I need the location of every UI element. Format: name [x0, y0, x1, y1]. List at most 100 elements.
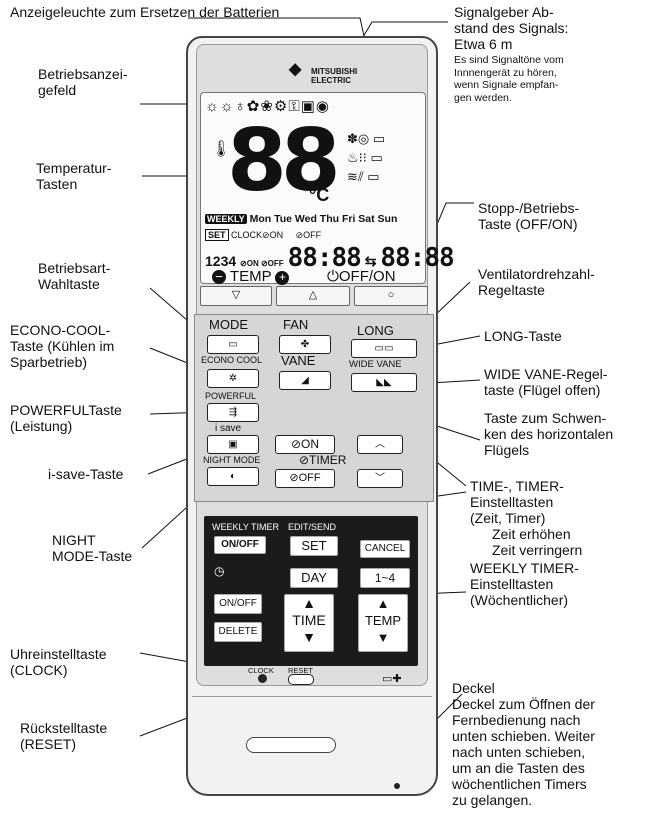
reset-button[interactable]: [288, 674, 314, 685]
brand-logo: ◆ MITSUBISHI ELECTRIC: [289, 62, 358, 86]
lcd-display: ☼☼♁✿❀⚙⚿▣◉ 🌡 88 °C ✽◎ ▭♨⁝⁝ ▭≋⫽ ▭ WEEKLY M…: [200, 92, 455, 284]
temp-label: TEMP: [229, 268, 272, 285]
lcd-weekly: WEEKLY: [205, 214, 247, 224]
one-to-four-button[interactable]: 1~4: [360, 568, 410, 588]
long-label: LONG: [357, 323, 394, 338]
chevron-up-icon: ︿: [375, 439, 385, 450]
powerful-icon: ⇶: [228, 407, 238, 418]
remote-control: ◆ MITSUBISHI ELECTRIC ☼☼♁✿❀⚙⚿▣◉ 🌡 88 °C …: [186, 36, 455, 796]
lcd-time1: 88:88: [287, 243, 362, 273]
powerful-label: POWERFUL: [205, 391, 257, 401]
label-econo-cool: ECONO-COOL- Taste (Kühlen im Sparbetrieb…: [10, 322, 115, 370]
time-down-button[interactable]: ﹀: [357, 469, 403, 488]
cover-slot: [246, 737, 336, 753]
mode-icon: ▭: [228, 339, 238, 350]
lcd-on-off: ⊘ON ⊘OFF: [240, 259, 284, 268]
temp-button[interactable]: ▲ TEMP ▼: [358, 594, 408, 652]
brand-line1: MITSUBISHI: [311, 67, 358, 76]
arrow-icon: ⇆: [364, 253, 377, 269]
mode-label: MODE: [209, 317, 248, 332]
long-icon: ▭▭: [374, 343, 394, 354]
cover[interactable]: [192, 696, 432, 791]
label-reset: Rückstelltaste (RESET): [20, 720, 108, 752]
time-up-button[interactable]: ︿: [357, 435, 403, 454]
label-vane-swing: Taste zum Schwen- ken des horizontalen F…: [484, 410, 614, 458]
label-timer-set: TIME-, TIMER- Einstelltasten (Zeit, Time…: [470, 478, 564, 526]
label-temperature-buttons: Temperatur- Tasten: [36, 160, 112, 192]
long-button[interactable]: ▭▭: [351, 339, 417, 358]
cover-dot-icon: [394, 783, 400, 789]
label-signal-transmitter: Signalgeber Ab- stand des Signals: Etwa …: [454, 4, 569, 52]
battery-icon: ▭✚: [382, 673, 402, 685]
label-long: LONG-Taste: [484, 328, 562, 344]
lcd-days-row: WEEKLY Mon Tue Wed Thu Fri Sat Sun: [205, 213, 397, 225]
temp-button-label: TEMP: [364, 613, 402, 628]
label-isave: i-save-Taste: [48, 466, 124, 482]
fan-button[interactable]: ✤: [279, 335, 331, 354]
arrow-up-icon: ▲: [376, 596, 390, 611]
chevron-down-icon: ▽: [231, 289, 241, 301]
mode-icons: ☼☼♁✿❀⚙⚿▣◉: [205, 98, 331, 115]
arrow-up-icon: ▲: [302, 595, 316, 611]
night-mode-label: NIGHT MODE: [203, 455, 261, 465]
offon-label: OFF/ON: [338, 268, 396, 285]
vane-button[interactable]: ◢: [279, 371, 331, 390]
wide-vane-icon: ◣◣: [376, 377, 392, 388]
power-icon: ⏻: [327, 268, 339, 285]
econo-cool-label: ECONO COOL: [201, 355, 263, 365]
time-button[interactable]: ▲ TIME ▼: [284, 594, 334, 652]
econo-icon: ✲: [228, 373, 238, 384]
offon-button[interactable]: ○: [354, 286, 428, 306]
label-time-up: Zeit erhöhen: [492, 526, 571, 542]
vane-icon: ◢: [301, 375, 309, 386]
delete-button[interactable]: DELETE: [214, 622, 262, 642]
minus-icon: −: [212, 270, 226, 284]
circle-icon: ○: [387, 289, 395, 301]
time-button-label: TIME: [292, 612, 326, 628]
isave-label: i save: [215, 423, 242, 434]
timer-off-button[interactable]: ⊘OFF: [275, 469, 335, 488]
timer-on-button[interactable]: ⊘ON: [275, 435, 335, 454]
weekly-timer-label: WEEKLY TIMER: [212, 522, 280, 532]
day-button[interactable]: DAY: [290, 568, 338, 588]
set-button[interactable]: SET: [290, 536, 338, 556]
label-battery-indicator: Anzeigeleuchte zum Ersetzen der Batterie…: [10, 4, 280, 20]
lcd-days: Mon Tue Wed Thu Fri Sat Sun: [249, 213, 398, 225]
wide-vane-button[interactable]: ◣◣: [351, 373, 417, 392]
powerful-button[interactable]: ⇶: [207, 403, 259, 422]
moon-icon: ◐: [229, 471, 237, 482]
lcd-set: SET: [205, 229, 229, 241]
fan-vane-icons: ✽◎ ▭♨⁝⁝ ▭≋⫽ ▭: [347, 131, 386, 184]
lcd-off: ⊘OFF: [295, 230, 322, 240]
temp-down-button[interactable]: ▽: [200, 286, 272, 306]
arrow-down-icon: ▼: [302, 629, 316, 645]
label-cover-text: Deckel zum Öffnen der Fernbedienung nach…: [452, 696, 595, 808]
night-mode-button[interactable]: ◐: [207, 467, 259, 486]
mode-button[interactable]: ▭: [207, 335, 259, 354]
label-signal-note: Es sind Signaltöne vom Innnengerät zu hö…: [454, 54, 564, 104]
label-powerful: POWERFULTaste (Leistung): [10, 402, 122, 434]
chevron-down-icon: ﹀: [375, 473, 385, 484]
lcd-time2: 88:88: [380, 243, 454, 273]
lcd-unit: °C: [309, 185, 330, 205]
lcd-set-row: SET CLOCK⊘ON ⊘OFF: [205, 229, 321, 241]
label-clock: Uhreinstelltaste (CLOCK): [10, 646, 107, 678]
label-mode-select: Betriebsart- Wahltaste: [38, 260, 111, 292]
cancel-button[interactable]: CANCEL: [360, 540, 410, 558]
on-off-button[interactable]: ON/OFF: [214, 594, 262, 614]
arrow-down-icon: ▼: [376, 630, 390, 645]
label-time-down: Zeit verringern: [492, 542, 583, 558]
weekly-onoff-button[interactable]: ON/OFF: [214, 536, 266, 554]
isave-button[interactable]: ▣: [207, 435, 259, 454]
plus-icon: +: [275, 271, 290, 285]
fan-label: FAN: [283, 317, 309, 332]
lcd-1234: 1234: [205, 253, 237, 269]
mitsubishi-logo-icon: ◆: [289, 61, 302, 78]
vane-label: VANE: [281, 353, 316, 368]
chevron-up-icon: △: [308, 289, 318, 301]
clock-button[interactable]: [258, 674, 267, 683]
label-wide-vane: WIDE VANE-Regel- taste (Flügel offen): [484, 366, 608, 398]
label-fan-speed: Ventilatordrehzahl- Regeltaste: [478, 266, 595, 298]
temp-up-button[interactable]: △: [276, 286, 350, 306]
econo-cool-button[interactable]: ✲: [207, 369, 259, 388]
